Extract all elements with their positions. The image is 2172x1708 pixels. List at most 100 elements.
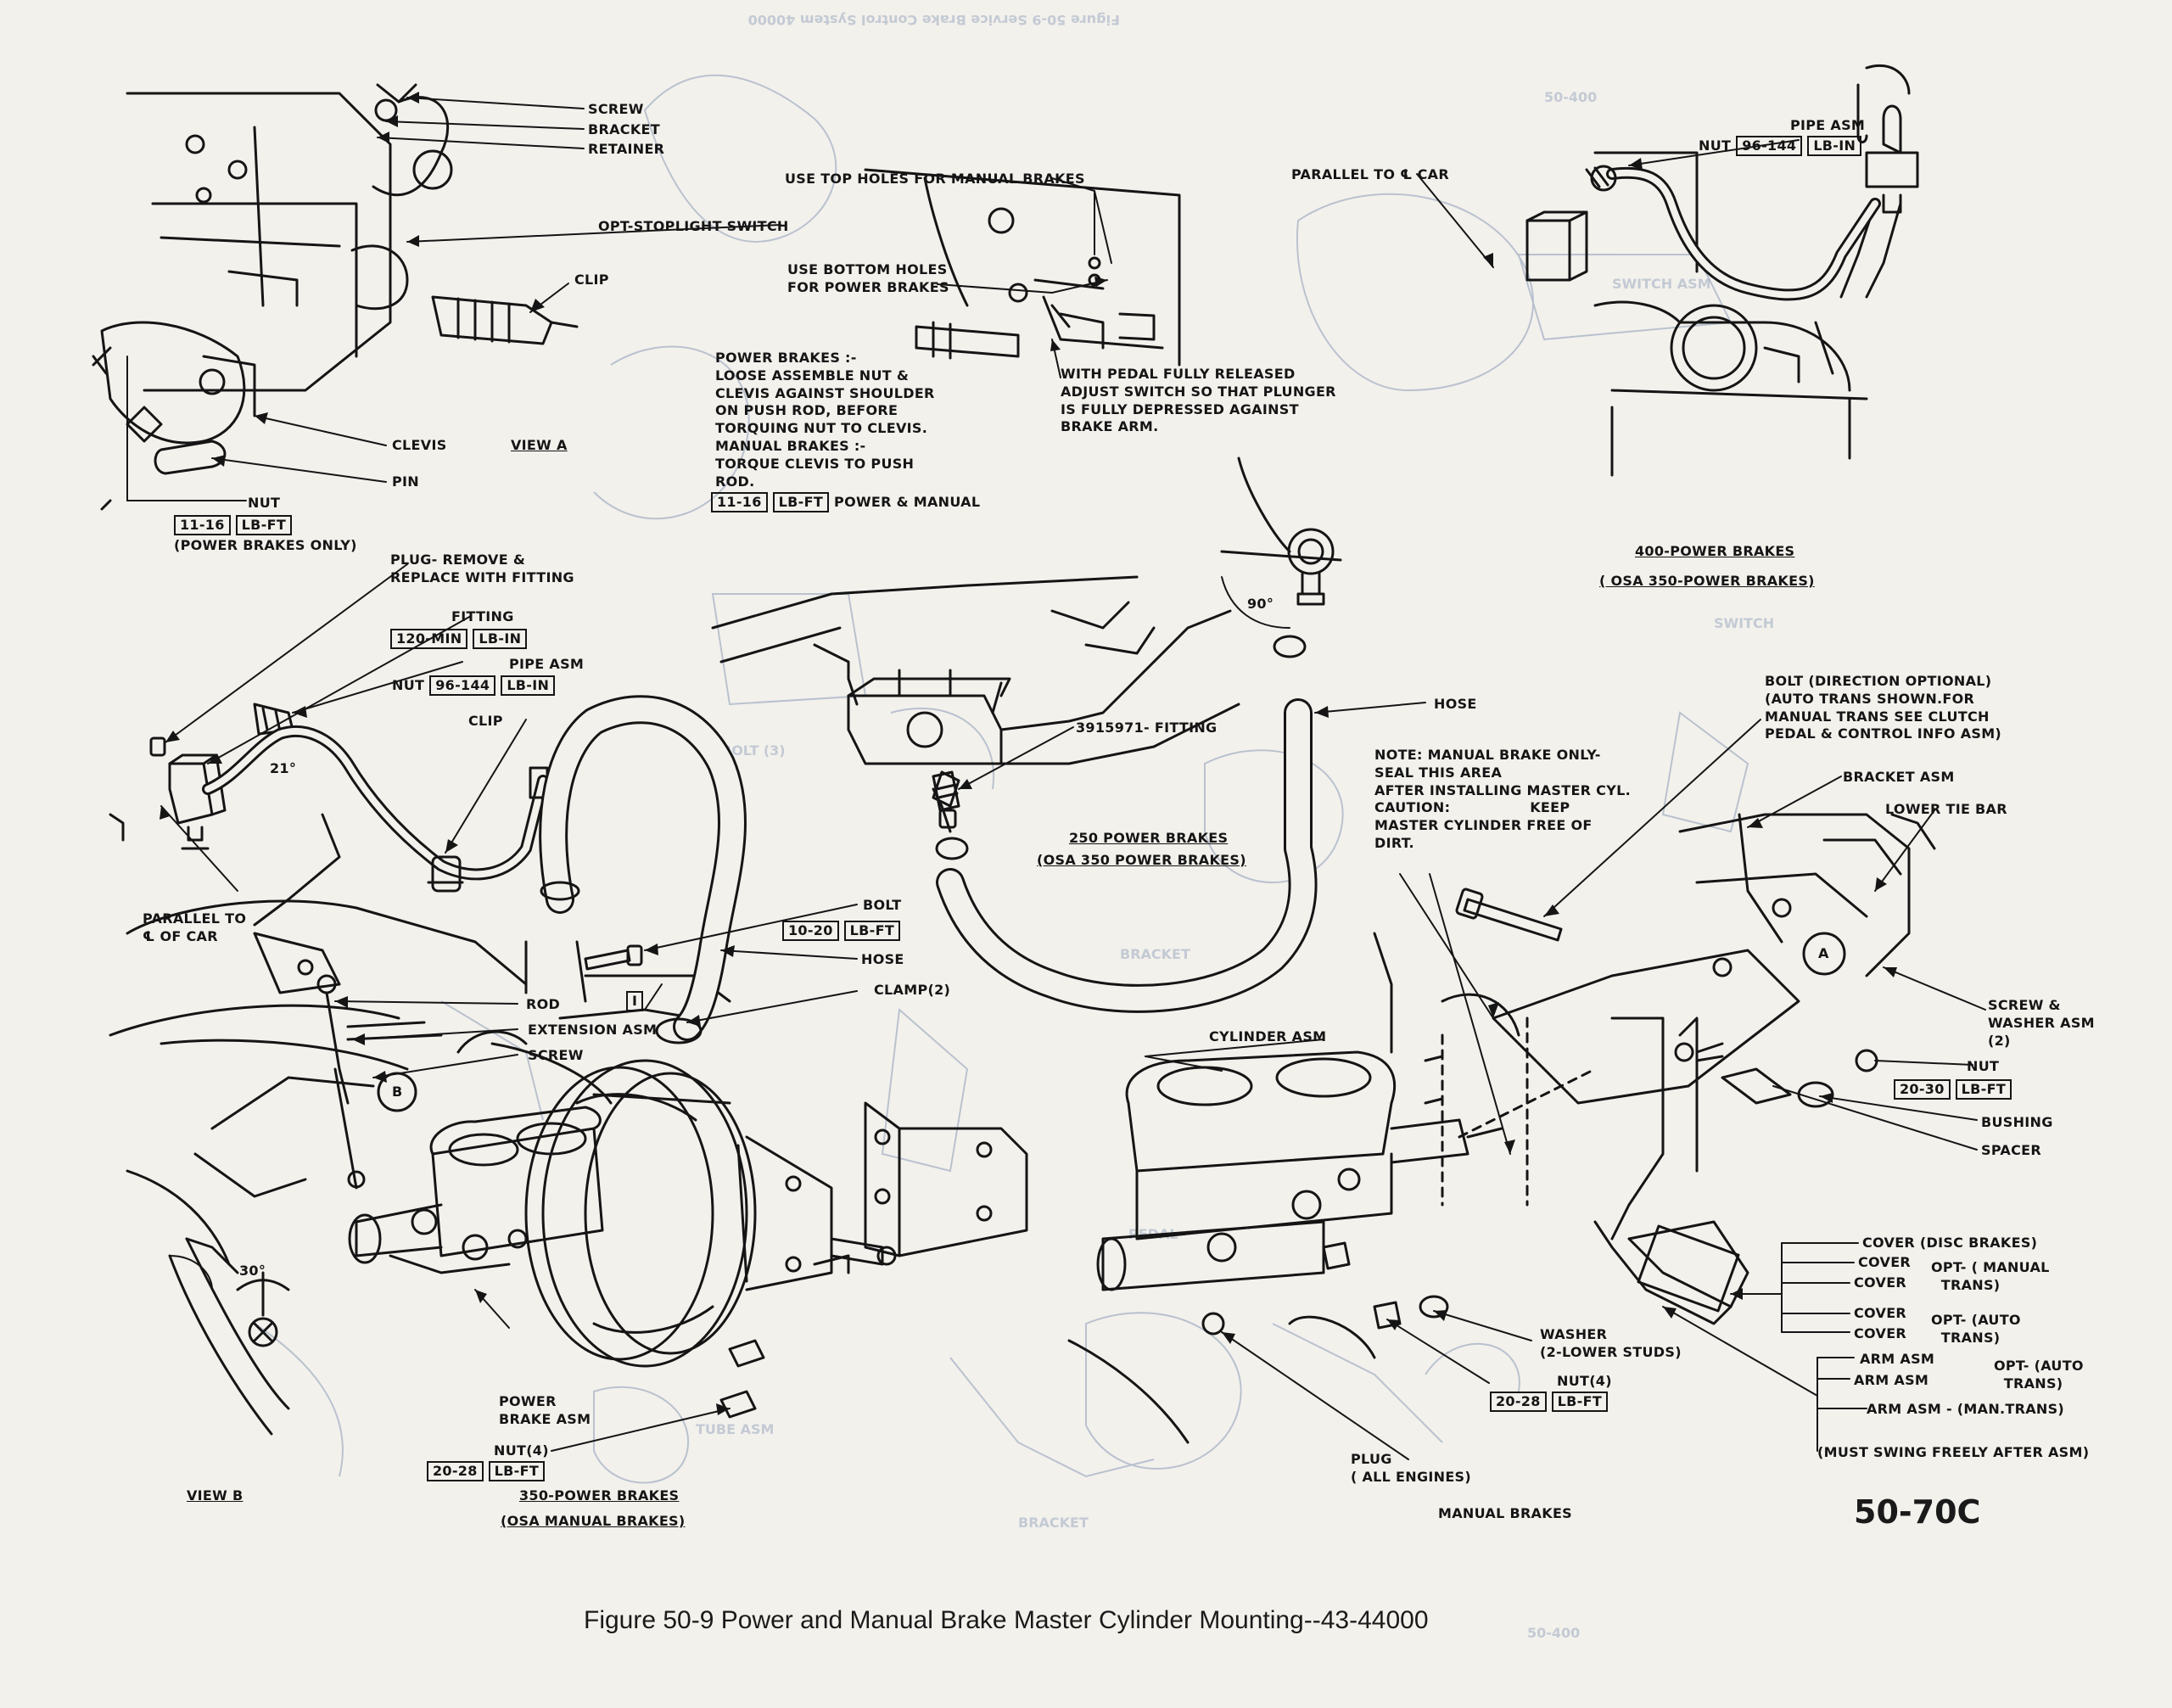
- spec-bolt-350-value: 10-20: [782, 921, 839, 941]
- spec-nut-350-unit: LB-IN: [501, 675, 556, 696]
- label-bolt-350: BOLT: [863, 897, 902, 913]
- label-pipe-asm-400: PIPE ASM: [1790, 117, 1866, 133]
- label-top-holes: USE TOP HOLES FOR MANUAL BRAKES: [785, 171, 1085, 187]
- spec-fitting-350-unit: LB-IN: [473, 629, 528, 649]
- hose-250-clamp: [935, 635, 1307, 860]
- label-clevis: CLEVIS: [392, 437, 447, 453]
- subtitle-400: ( OSA 350-POWER BRAKES): [1599, 573, 1815, 589]
- spec-clevis-value: 11-16: [711, 492, 768, 512]
- label-rod: ROD: [526, 996, 561, 1012]
- svg-text:TUBE ASM: TUBE ASM: [696, 1421, 774, 1437]
- spec-fitting-350: 120-MIN LB-IN: [390, 629, 528, 649]
- svg-text:BOLT (3): BOLT (3): [721, 742, 786, 759]
- figure-caption: Figure 50-9 Power and Manual Brake Maste…: [584, 1606, 1429, 1634]
- note-manual-seal: NOTE: MANUAL BRAKE ONLY- SEAL THIS AREA …: [1374, 747, 1631, 851]
- spec-nut4-manual-unit: LB-FT: [1551, 1392, 1609, 1412]
- spec-booster-nut-unit: LB-FT: [488, 1461, 546, 1481]
- label-arm-2: ARM ASM: [1854, 1372, 1929, 1388]
- label-nut-a: NUT: [248, 495, 281, 511]
- svg-text:BRACKET: BRACKET: [1018, 1515, 1089, 1531]
- label-parallel-350: PARALLEL TO ℄ OF CAR: [143, 910, 247, 944]
- label-retainer: RETAINER: [588, 141, 665, 157]
- svg-text:SWITCH: SWITCH: [1714, 615, 1774, 631]
- spec-nut4-manual-value: 20-28: [1490, 1392, 1547, 1412]
- label-bracket-asm: BRACKET ASM: [1843, 769, 1955, 785]
- label-washer: WASHER (2-LOWER STUDS): [1540, 1326, 1682, 1360]
- svg-text:50-400: 50-400: [1544, 89, 1597, 105]
- spec-nut-350-label: NUT: [392, 677, 425, 694]
- spec-nut-400: NUT 96-144 LB-IN: [1699, 136, 1862, 156]
- spec-nut-a-value: 11-16: [174, 515, 231, 535]
- spec-nut-manual: 20-30 LB-FT: [1894, 1079, 2012, 1100]
- label-view-a: VIEW A: [511, 437, 568, 453]
- label-power-only: (POWER BRAKES ONLY): [174, 537, 357, 553]
- pedal-arm: [1593, 1016, 1749, 1325]
- pipe-400: [1606, 166, 1881, 301]
- label-manual-brakes: MANUAL BRAKES: [1438, 1505, 1572, 1521]
- label-opt-auto: OPT- (AUTO TRANS): [1931, 1312, 2021, 1346]
- svg-text:SWITCH ASM: SWITCH ASM: [1612, 276, 1711, 292]
- spec-nut-400-label: NUT: [1699, 137, 1732, 154]
- note-pedal-released: WITH PEDAL FULLY RELEASED ADJUST SWITCH …: [1061, 366, 1336, 435]
- spec-nut-manual-unit: LB-FT: [1955, 1079, 2012, 1100]
- view-b-detail: [168, 1237, 290, 1436]
- hose-clamps: [540, 881, 703, 1044]
- label-pin: PIN: [392, 473, 419, 490]
- subtitle-250: (OSA 350 POWER BRAKES): [1037, 852, 1246, 868]
- engine-350-assembly: [109, 703, 731, 1266]
- note-power-brakes: POWER BRAKES :- LOOSE ASSEMBLE NUT & CLE…: [715, 350, 935, 490]
- label-extension: EXTENSION ASM: [528, 1022, 658, 1038]
- label-bracket: BRACKET: [588, 121, 660, 137]
- label-opt-auto-2: OPT- (AUTO TRANS): [1994, 1358, 2084, 1392]
- spec-nut-manual-value: 20-30: [1894, 1079, 1951, 1100]
- pushrod-dashline: [1441, 1016, 1597, 1207]
- label-booster-nut: NUT(4): [494, 1442, 549, 1459]
- spec-bolt-350-unit: LB-FT: [843, 921, 901, 941]
- label-parallel-400: PARALLEL TO ℄ CAR: [1291, 166, 1449, 182]
- master-cylinder-350: [348, 1106, 604, 1274]
- label-plug-all-engines: PLUG ( ALL ENGINES): [1351, 1451, 1471, 1485]
- spec-nut-350-value: 96-144: [429, 675, 496, 696]
- booster-studs: [719, 1101, 1028, 1419]
- label-screw-350: SCREW: [528, 1047, 584, 1063]
- label-stoplight-switch: OPT-STOPLIGHT SWITCH: [598, 218, 789, 234]
- label-cylinder-asm: CYLINDER ASM: [1209, 1028, 1327, 1044]
- label-opt-manual: OPT- ( MANUAL TRANS): [1931, 1259, 2050, 1293]
- subtitle-350: (OSA MANUAL BRAKES): [501, 1513, 686, 1529]
- label-cover-2: COVER: [1854, 1274, 1907, 1291]
- view-a-assembly: [92, 83, 579, 511]
- label-clip-a: CLIP: [574, 272, 609, 288]
- title-250: 250 POWER BRAKES: [1069, 830, 1229, 846]
- label-cover-4: COVER: [1854, 1325, 1907, 1341]
- spec-nut-400-value: 96-144: [1736, 136, 1803, 156]
- power-brake-booster: [524, 1059, 897, 1368]
- label-cover-disc: COVER (DISC BRAKES): [1862, 1235, 2038, 1251]
- label-clamp: CLAMP(2): [874, 982, 951, 998]
- label-arm-1: ARM ASM: [1860, 1351, 1935, 1367]
- fitting-3915971: [932, 770, 960, 829]
- item-box-i: I: [626, 991, 644, 1011]
- label-bushing: BUSHING: [1981, 1114, 2053, 1130]
- item-box-i-text: I: [626, 991, 644, 1011]
- callout-a: A: [1818, 945, 1829, 961]
- manual-engine-lines: [1067, 932, 1520, 1444]
- label-power-brake-asm: POWER BRAKE ASM: [499, 1393, 591, 1427]
- label-spacer: SPACER: [1981, 1142, 2041, 1158]
- spec-nut-400-unit: LB-IN: [1807, 136, 1862, 156]
- label-nut-manual: NUT: [1967, 1058, 2000, 1074]
- pedal-bracket: [1492, 813, 1936, 1105]
- label-angle-30: 30°: [239, 1263, 266, 1279]
- label-cover-1: COVER: [1858, 1254, 1912, 1270]
- fitting-90deg: [1220, 456, 1342, 606]
- label-pipe-asm-350: PIPE ASM: [509, 656, 585, 672]
- switch-detail: [864, 168, 1181, 367]
- spec-bolt-350: 10-20 LB-FT: [782, 921, 901, 941]
- label-cover-3: COVER: [1854, 1305, 1907, 1321]
- pipe-clip: [427, 855, 464, 893]
- title-400: 400-POWER BRAKES: [1635, 543, 1795, 559]
- callout-a-circle: [1802, 932, 1846, 976]
- svg-text:BRACKET: BRACKET: [1120, 946, 1190, 962]
- label-view-b: VIEW B: [187, 1487, 244, 1504]
